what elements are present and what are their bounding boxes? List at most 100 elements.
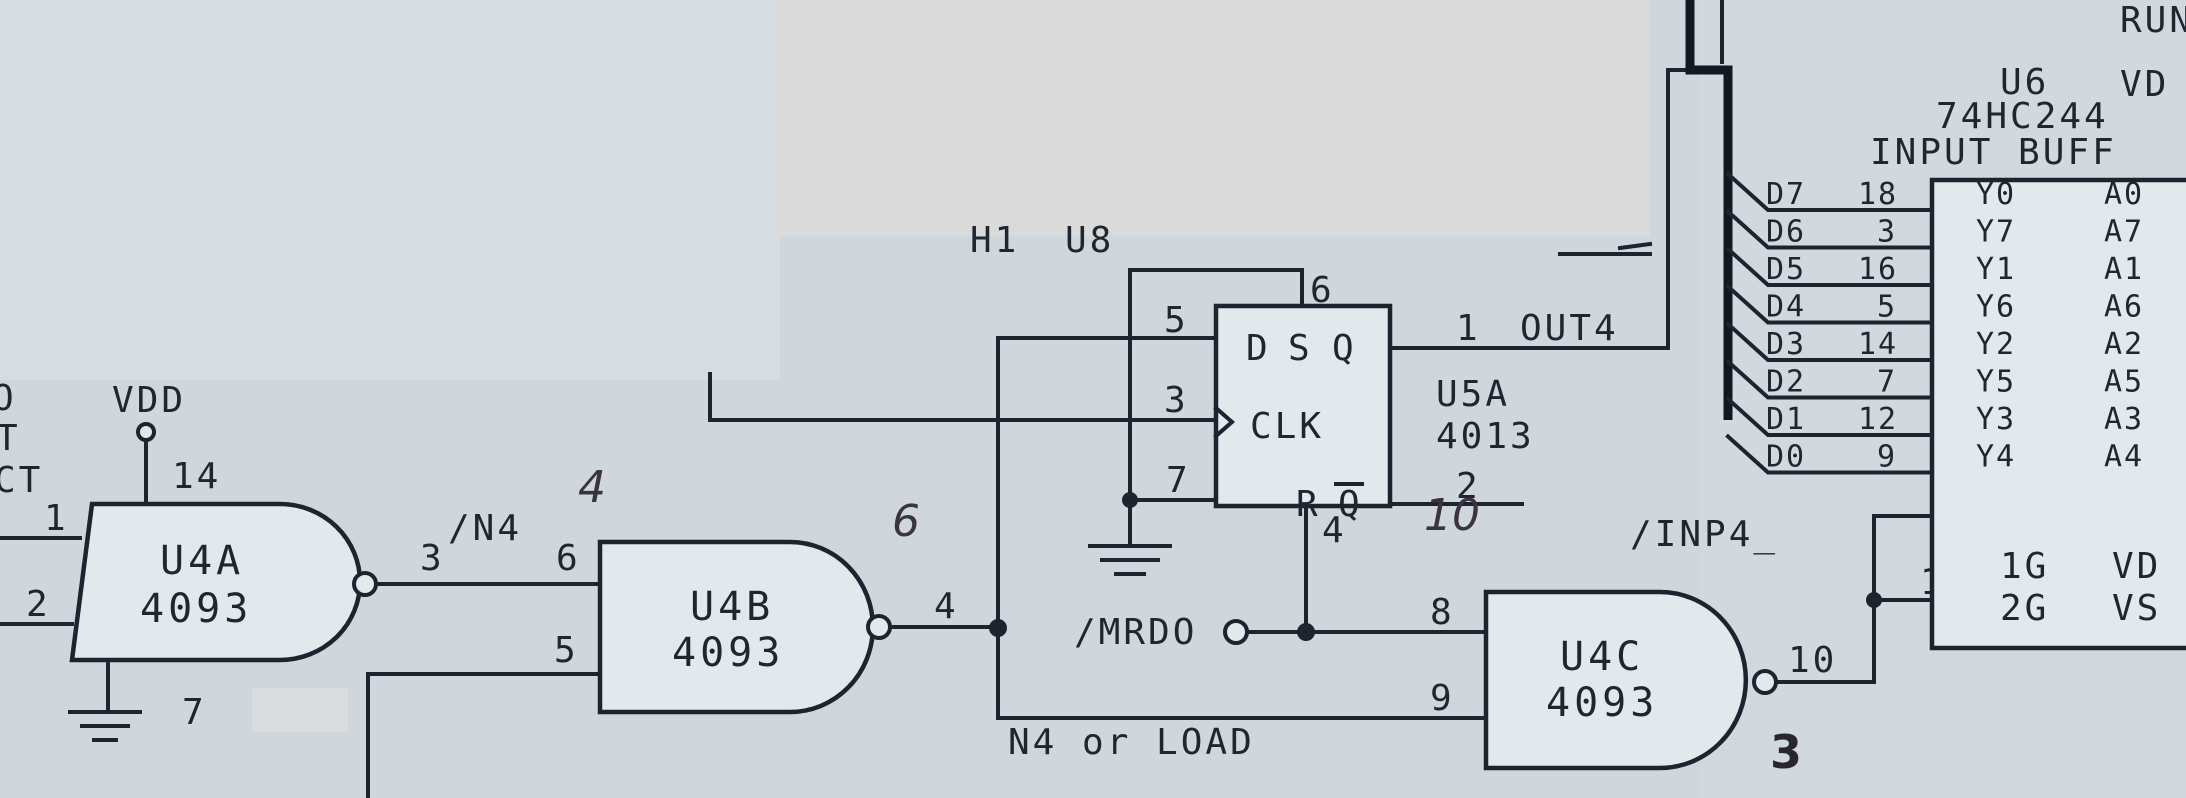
u6-pin-18: 18 (1858, 177, 1898, 212)
bus-entry-d7 (1725, 171, 1934, 212)
u4b-gate (597, 539, 892, 715)
u6-function: INPUT BUFF (1870, 132, 2117, 173)
bus-entry-d6 (1725, 208, 1934, 250)
left-fragment-ct: CT (0, 460, 43, 501)
u4b-input5-wire (366, 672, 602, 798)
u4a-pin14: 14 (172, 456, 221, 497)
u6-chip (1929, 177, 2186, 651)
u4b-pin6: 6 (556, 538, 581, 579)
u5a-part: 4013 (1436, 416, 1535, 457)
bus-entry-d5 (1725, 246, 1934, 287)
u5a-name: U5A (1436, 374, 1510, 415)
u6-pin-5: 5 (1877, 290, 1897, 325)
u6-output-y2: Y2 (1976, 327, 2016, 362)
u5a-pin3: 3 (1164, 380, 1189, 421)
mrdo-terminal (1223, 619, 1249, 645)
net-mrdo-label: /MRDO (1074, 612, 1197, 653)
u5a-pin1: 1 (1456, 308, 1481, 349)
u6-g2-side: VS (2112, 588, 2161, 629)
u6-input-a5: A5 (2104, 365, 2144, 400)
u6-row-d2: D2 7 Y5 A5 (1725, 358, 2144, 400)
u5a-pin7: 7 (1166, 460, 1191, 501)
u6-output-y0: Y0 (1976, 177, 2016, 212)
u4b-name: U4B (690, 584, 774, 630)
u5a-s-label: S (1288, 328, 1313, 369)
net-out4-label: OUT4 (1520, 308, 1619, 349)
u4a-pin1: 1 (44, 498, 69, 539)
u5a-d-label: D (1246, 328, 1271, 369)
u6-g1-side: VD (2112, 546, 2161, 587)
u4c-pin8: 8 (1430, 592, 1455, 633)
u5a-ground-symbol (1088, 498, 1172, 576)
u4c-pin9: 9 (1430, 678, 1455, 719)
u4a-input-wires (0, 536, 82, 626)
u5a-clock-triangle (1213, 405, 1236, 439)
u4a-pin2: 2 (26, 584, 51, 625)
u6-output-y4: Y4 (1976, 440, 2016, 475)
handwritten-6: 6 (892, 496, 920, 547)
u6-output-y6: Y6 (1976, 290, 2016, 325)
u6-input-a4: A4 (2104, 440, 2144, 475)
handwritten-3: 3 (1770, 725, 1802, 779)
junction-enable (1866, 592, 1882, 608)
u5a-pin2: 2 (1456, 466, 1481, 507)
u6-output-y7: Y7 (1976, 215, 2016, 250)
u5a-pin5: 5 (1164, 300, 1189, 341)
left-fragment-t: T (0, 418, 21, 459)
left-fragment-o: O (0, 378, 17, 419)
h1-label: H1 (970, 220, 1019, 261)
u6-output-y5: Y5 (1976, 365, 2016, 400)
data-bus-thick (1685, 0, 1733, 420)
u4a-vdd-terminal (136, 422, 156, 442)
u4a-pin7: 7 (182, 692, 207, 733)
handwritten-4: 4 (578, 462, 606, 513)
top-ground-fragment (1558, 241, 1653, 256)
net-label-d7: D7 (1766, 177, 1806, 212)
u6-input-a3: A3 (2104, 402, 2144, 437)
u5a-clock-wire (708, 372, 1218, 422)
run-label: RUN (2120, 0, 2186, 41)
net-label-d2: D2 (1766, 365, 1806, 400)
u5a-q-label: Q (1332, 328, 1357, 369)
u6-pin-14: 14 (1858, 327, 1898, 362)
u6-input-a1: A1 (2104, 252, 2144, 287)
u4c-pin10: 10 (1788, 640, 1837, 681)
bus-entry-d3 (1725, 321, 1934, 362)
u5a-pin4: 4 (1322, 510, 1347, 551)
bus-entry-d2 (1725, 358, 1934, 400)
u6-pin-12: 12 (1858, 402, 1898, 437)
u4b-pin5: 5 (554, 630, 579, 671)
top-vdd-label: VD (2120, 64, 2169, 105)
u4c-name: U4C (1560, 634, 1644, 680)
u6-input-a6: A6 (2104, 290, 2144, 325)
u4b-pin4: 4 (934, 586, 959, 627)
u6-row-d3: D3 14 Y2 A2 (1725, 321, 2144, 362)
u4c-gate (1483, 589, 1778, 771)
u4a-name: U4A (160, 538, 244, 584)
u4a-pin3: 3 (420, 538, 445, 579)
net-n4-bar-label: /N4 (448, 508, 522, 549)
paper-upper-left (0, 0, 780, 380)
net-inp4-label: /INP4_ (1630, 514, 1778, 555)
u4c-output-wire (1774, 598, 1876, 684)
net-label-d1: D1 (1766, 402, 1806, 437)
net-label-d6: D6 (1766, 215, 1806, 250)
net-label-d0: D0 (1766, 440, 1806, 475)
u6-name: U6 (2000, 62, 2049, 103)
u4a-ground-symbol (68, 658, 142, 742)
u5a-pin6: 6 (1310, 270, 1335, 311)
u5a-set-wire (1128, 268, 1304, 502)
net-label-d3: D3 (1766, 327, 1806, 362)
bus-entry-d4 (1725, 283, 1934, 325)
u6-input-a2: A2 (2104, 327, 2144, 362)
u6-pin-7: 7 (1877, 365, 1897, 400)
u6-pin-9: 9 (1877, 440, 1897, 475)
redacted-block (778, 0, 1650, 236)
u5a-r-label: R (1296, 484, 1321, 525)
